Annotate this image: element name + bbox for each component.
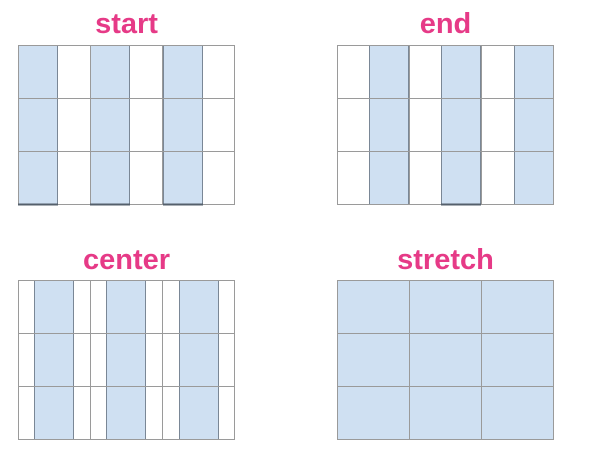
grid-center (18, 280, 235, 440)
grid-item-1 (34, 280, 74, 440)
grid-start (18, 45, 235, 206)
grid-lines (337, 280, 554, 440)
grid-item-2 (441, 45, 481, 205)
grid-item-1 (18, 45, 58, 205)
grid-item-3 (179, 280, 219, 440)
grid-item-1 (337, 280, 409, 440)
grid-item-2 (106, 280, 146, 440)
grid-item-2 (409, 280, 482, 440)
grid-item-2 (90, 45, 130, 205)
panel-title-end: end (419, 8, 472, 40)
grid-item-3 (514, 45, 554, 205)
grid-stretch (337, 280, 554, 440)
grid-item-1 (369, 45, 409, 205)
grid-lines (337, 45, 554, 206)
grid-item-3 (482, 280, 554, 440)
panel-title-center: center (82, 244, 171, 276)
panel-title-stretch: stretch (397, 244, 494, 276)
grid-end (337, 45, 554, 206)
panel-title-start: start (95, 8, 158, 40)
grid-item-3 (163, 45, 203, 205)
grid-lines (18, 45, 235, 206)
grid-lines (18, 280, 235, 440)
